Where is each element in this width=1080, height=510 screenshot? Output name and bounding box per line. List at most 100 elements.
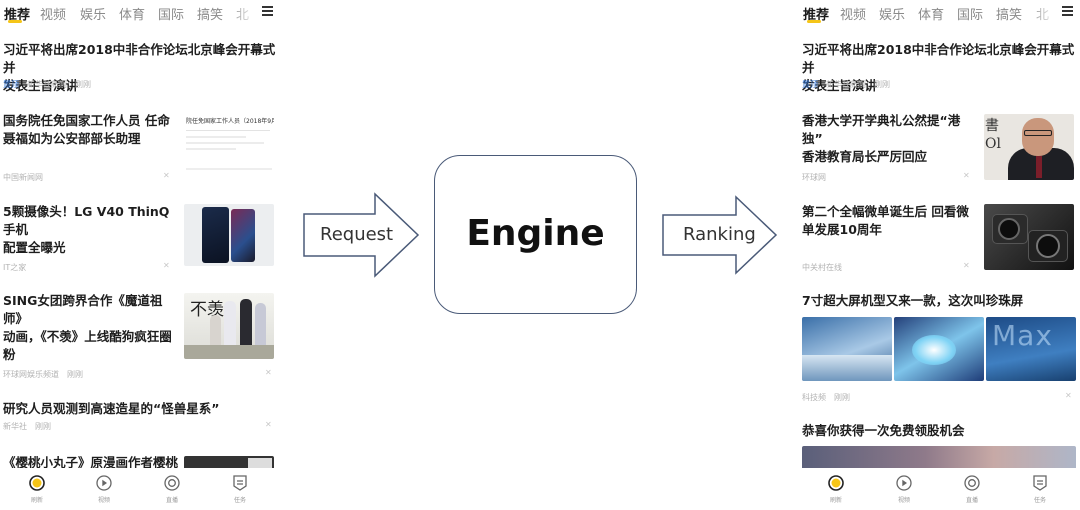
menu-icon[interactable]	[262, 6, 273, 17]
dismiss-icon[interactable]: ✕	[265, 420, 272, 429]
nav-label: 直播	[965, 497, 978, 504]
news-source: 中国新闻网	[3, 173, 43, 182]
news-meta: 中关村在线	[802, 262, 842, 273]
nav-live[interactable]: 直播	[152, 474, 192, 504]
dismiss-icon[interactable]: ✕	[265, 368, 272, 377]
dismiss-icon[interactable]: ✕	[1065, 391, 1072, 400]
news-title: 研究人员观测到高速造星的“怪兽星系”	[3, 401, 220, 416]
channel-tabs: 推荐 视频 娱乐 体育 国际 搞笑 北	[800, 0, 1078, 28]
nav-tasks[interactable]: 任务	[220, 474, 260, 504]
dismiss-icon[interactable]: ✕	[963, 171, 970, 180]
tab-recommend[interactable]: 推荐	[803, 8, 830, 23]
phone-before: 推荐 视频 娱乐 体育 国际 搞笑 北 习近平将出席2018中非合作论坛北京峰会…	[0, 0, 278, 510]
news-source: 环球网	[802, 173, 826, 182]
tab-entertainment[interactable]: 娱乐	[879, 8, 906, 23]
news-title: 第二个全幅微单诞生后 回看微 单发展10周年	[802, 204, 969, 237]
tab-international[interactable]: 国际	[957, 8, 984, 23]
ranking-arrow	[662, 195, 778, 275]
pinned-tag: 置顶	[3, 80, 19, 89]
dismiss-icon[interactable]: ✕	[163, 261, 170, 270]
tab-video[interactable]: 视频	[840, 8, 867, 23]
nav-video[interactable]: 视频	[84, 474, 124, 504]
news-source: 环球网娱乐频道	[3, 370, 59, 379]
play-icon	[96, 475, 112, 491]
news-banner	[802, 446, 1076, 470]
news-time: 刚刚	[834, 393, 850, 402]
live-icon	[164, 475, 180, 491]
news-title: 《樱桃小丸子》原漫画作者樱桃	[3, 455, 179, 470]
news-thumbnail	[894, 317, 984, 381]
tab-video[interactable]: 视频	[40, 8, 67, 23]
news-source: 新华社新闻	[826, 80, 866, 89]
play-icon	[896, 475, 912, 491]
nav-label: 任务	[233, 497, 246, 504]
dismiss-icon[interactable]: ✕	[163, 171, 170, 180]
news-source: IT之家	[3, 263, 27, 272]
tab-international[interactable]: 国际	[158, 8, 185, 23]
thumbnail-art-text: Max	[992, 319, 1053, 352]
live-icon	[964, 475, 980, 491]
tab-funny[interactable]: 搞笑	[996, 8, 1023, 23]
news-time: 刚刚	[67, 370, 83, 379]
channel-tabs: 推荐 视频 娱乐 体育 国际 搞笑 北	[0, 0, 278, 28]
news-source: 科技频	[802, 393, 826, 402]
nav-video[interactable]: 视频	[884, 474, 924, 504]
dismiss-icon[interactable]: ✕	[963, 261, 970, 270]
news-meta: 新华社刚刚	[3, 421, 51, 432]
active-tab-indicator	[8, 20, 22, 23]
bottom-nav: 刷新 视频 直播 任务	[800, 468, 1078, 510]
nav-label: 刷新	[30, 497, 43, 504]
nav-label: 视频	[897, 497, 910, 504]
news-title: 习近平将出席2018中非合作论坛北京峰会开幕式并 发表主旨演讲	[802, 42, 1075, 93]
engine-label: Engine	[466, 213, 605, 254]
news-title: 恭喜你获得一次免费领股机会	[802, 423, 965, 438]
tab-fade	[1028, 0, 1058, 26]
task-icon	[1033, 475, 1047, 491]
news-title: 香港大学开学典礼公然提“港独” 香港教育局长严厉回应	[802, 113, 961, 164]
tab-funny[interactable]: 搞笑	[197, 8, 224, 23]
news-meta: 科技频刚刚	[802, 392, 850, 403]
news-meta: 中国新闻网	[3, 172, 43, 183]
nav-label: 任务	[1033, 497, 1046, 504]
active-tab-indicator	[807, 20, 821, 23]
refresh-icon	[828, 475, 844, 491]
nav-label: 直播	[165, 497, 178, 504]
engine-box: Engine	[434, 155, 637, 314]
pinned-tag: 置顶	[802, 80, 818, 89]
tab-sports[interactable]: 体育	[119, 8, 146, 23]
news-thumbnail: 書 Ol	[984, 114, 1074, 180]
news-source: 中关村在线	[802, 263, 842, 272]
news-time: 刚刚	[75, 80, 91, 89]
nav-tasks[interactable]: 任务	[1020, 474, 1060, 504]
ranking-label: Ranking	[683, 224, 756, 245]
news-meta: 环球网	[802, 172, 826, 183]
tab-fade	[228, 0, 258, 26]
news-meta: 环球网娱乐频道刚刚	[3, 369, 83, 380]
news-thumbnail: Max	[986, 317, 1076, 381]
tab-entertainment[interactable]: 娱乐	[80, 8, 107, 23]
phone-after: 推荐 视频 娱乐 体育 国际 搞笑 北 习近平将出席2018中非合作论坛北京峰会…	[800, 0, 1078, 510]
request-arrow	[303, 192, 420, 278]
menu-icon[interactable]	[1062, 6, 1073, 17]
news-thumbnail: 不羡	[184, 293, 274, 359]
refresh-icon	[29, 475, 45, 491]
news-source: 新华社新闻	[27, 80, 67, 89]
tab-recommend[interactable]: 推荐	[4, 8, 31, 23]
bottom-nav: 刷新 视频 直播 任务	[0, 468, 278, 510]
nav-refresh[interactable]: 刷新	[816, 474, 856, 504]
task-icon	[233, 475, 247, 491]
news-meta: 置顶新华社新闻刚刚	[3, 79, 91, 90]
news-title: 7寸超大屏机型又来一款，这次叫珍珠屏	[802, 293, 1024, 308]
news-thumbnail	[184, 456, 274, 470]
tab-sports[interactable]: 体育	[918, 8, 945, 23]
news-thumbnail: 院任免国家工作人员（2018年9月	[184, 112, 274, 174]
news-thumbnail	[802, 317, 892, 381]
news-thumbnail	[984, 204, 1074, 270]
nav-label: 刷新	[829, 497, 842, 504]
news-meta: IT之家	[3, 262, 26, 273]
news-title: 习近平将出席2018中非合作论坛北京峰会开幕式并 发表主旨演讲	[3, 42, 276, 93]
thumbnail-art-text: 書 Ol	[985, 118, 1001, 152]
nav-live[interactable]: 直播	[952, 474, 992, 504]
nav-refresh[interactable]: 刷新	[17, 474, 57, 504]
news-title: 国务院任免国家工作人员 任命 聂福如为公安部部长助理	[3, 113, 170, 146]
